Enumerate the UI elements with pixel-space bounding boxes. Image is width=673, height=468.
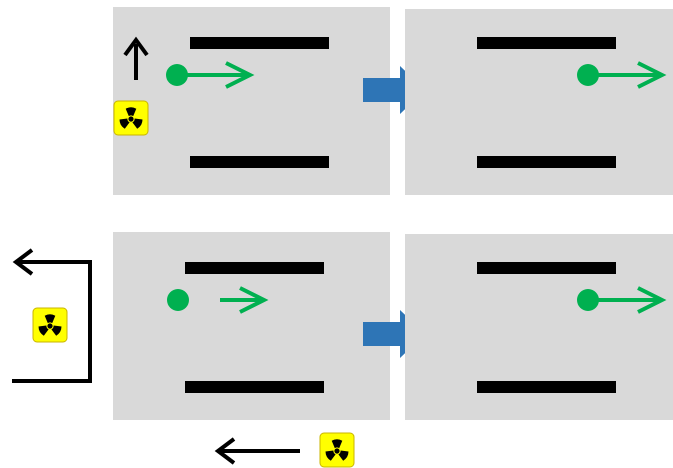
radiation-icon <box>319 432 355 468</box>
particle-velocity-arrow <box>597 286 667 314</box>
up-arrow-icon <box>123 36 149 80</box>
loop-left-arrow-icon <box>12 248 92 383</box>
plate-upper <box>477 37 616 49</box>
source-bottom <box>214 432 355 468</box>
particle-dot <box>577 64 599 86</box>
panel-top-left <box>113 7 390 195</box>
radiation-icon <box>32 307 68 343</box>
plate-upper <box>185 262 324 274</box>
radiation-icon <box>113 100 149 136</box>
panel-bottom-left <box>113 232 390 420</box>
particle-dot <box>167 289 189 311</box>
source-top <box>113 36 149 136</box>
particle-velocity-arrow <box>597 61 667 89</box>
source-left <box>12 248 92 383</box>
left-arrow-icon <box>214 437 300 465</box>
panel-bottom-right <box>405 234 673 420</box>
particle-velocity-arrow <box>186 61 255 89</box>
particle-dot <box>577 289 599 311</box>
plate-lower <box>477 156 616 168</box>
plate-lower <box>477 381 616 393</box>
particle-velocity-arrow <box>220 286 269 314</box>
panel-top-right <box>405 9 673 195</box>
plate-lower <box>190 156 329 168</box>
plate-upper <box>477 262 616 274</box>
particle-dot <box>166 64 188 86</box>
plate-upper <box>190 37 329 49</box>
plate-lower <box>185 381 324 393</box>
